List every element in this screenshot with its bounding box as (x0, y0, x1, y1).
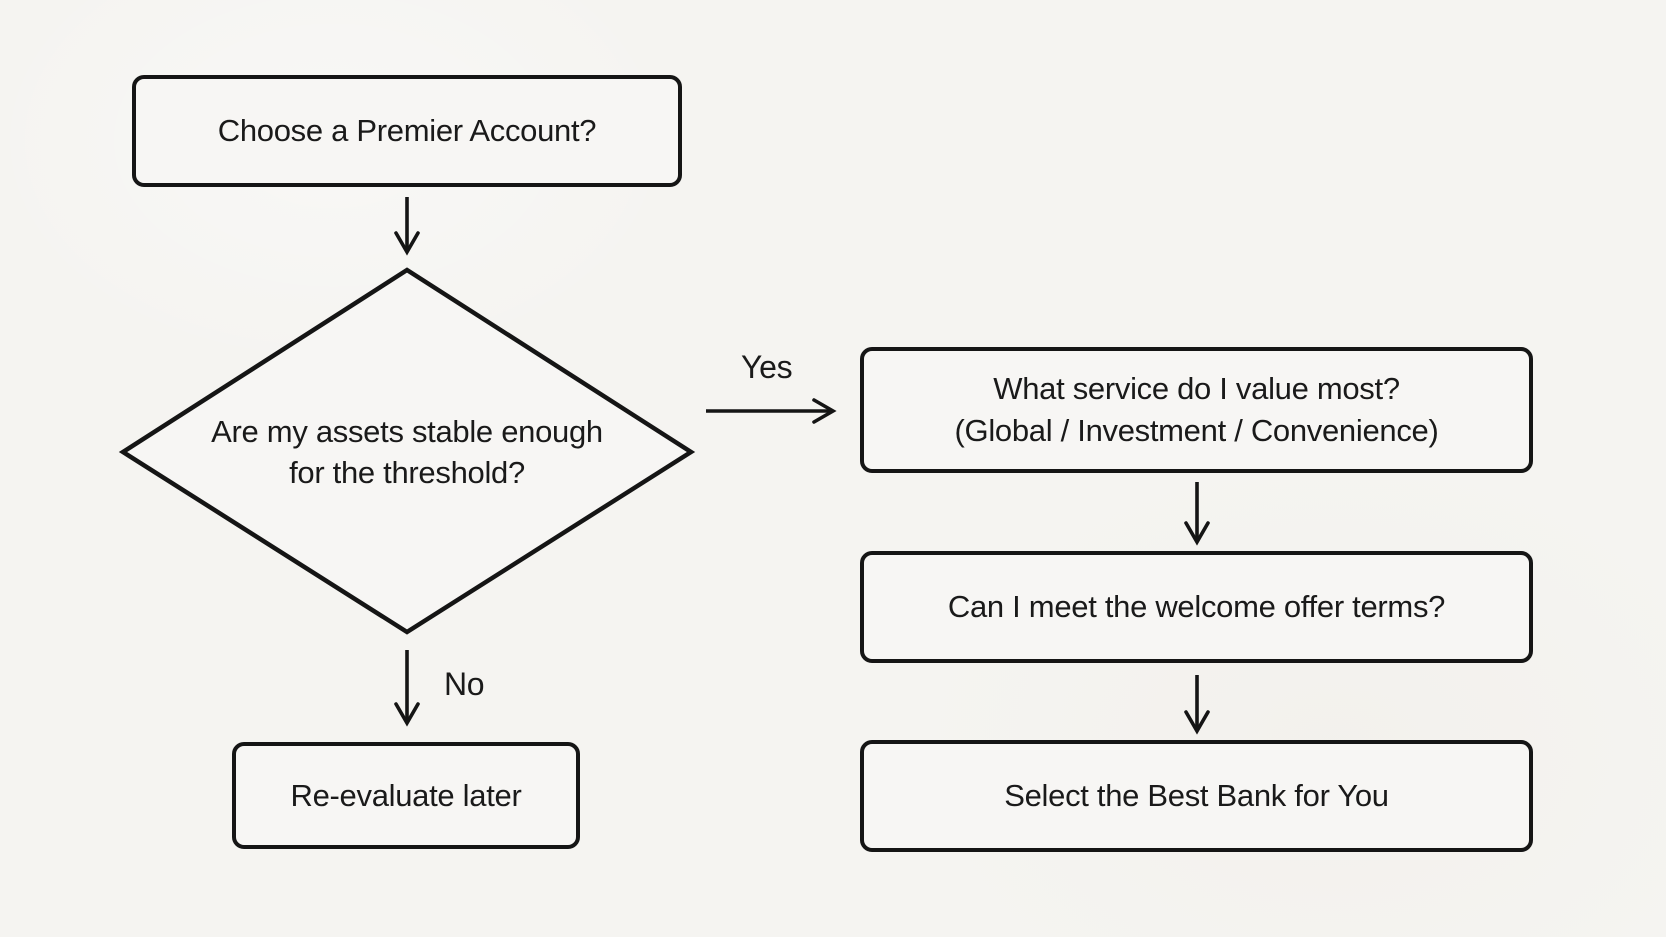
service-node-line1: What service do I value most? (993, 371, 1400, 406)
decision-node-label: Are my assets stable enough for the thre… (157, 410, 657, 494)
decision-label-line1: Are my assets stable enough (211, 414, 603, 449)
edge-label-yes: Yes (741, 349, 793, 385)
welcome-offer-node: Can I meet the welcome offer terms? (860, 551, 1533, 663)
edge-label-no: No (444, 666, 485, 702)
decision-diamond-shape (118, 267, 696, 635)
reevaluate-node: Re-evaluate later (232, 742, 580, 849)
decision-label-line2: for the threshold? (289, 455, 525, 490)
service-node-line2: (Global / Investment / Convenience) (954, 413, 1439, 448)
welcome-offer-node-label: Can I meet the welcome offer terms? (947, 589, 1446, 624)
reevaluate-node-label: Re-evaluate later (290, 777, 522, 813)
service-node: What service do I value most? (Global / … (860, 347, 1533, 473)
select-bank-node: Select the Best Bank for You (860, 740, 1533, 852)
start-node: Choose a Premier Account? (132, 75, 682, 187)
select-bank-node-label: Select the Best Bank for You (1004, 778, 1389, 813)
start-node-label: Choose a Premier Account? (217, 113, 597, 148)
